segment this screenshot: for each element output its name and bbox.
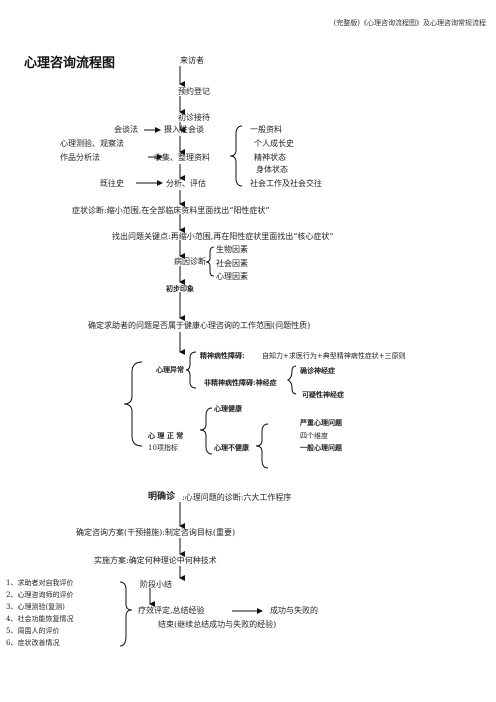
- clear-diagnosis-desc: :心理问题的诊断:六大工作程序: [182, 493, 292, 502]
- analysis-node: 分析、评估: [166, 179, 206, 188]
- document-header: (完整版)《心理咨询流程图》及心理咨询常规流程: [333, 19, 486, 27]
- personal-history: 个人成长史: [254, 139, 294, 148]
- list-item: 3、心理测验(复测): [6, 603, 65, 611]
- visitor-node: 来访者: [180, 56, 204, 65]
- psychotic-desc: 自知力+求医行为+典型精神病性症状+三原则: [262, 352, 406, 360]
- serious-problem: 严重心理问题: [300, 418, 342, 427]
- psych-factor: 心理因素: [216, 272, 248, 281]
- bio-factor: 生物因素: [216, 245, 248, 254]
- general-info: 一般资料: [250, 125, 282, 134]
- healthy-label: 心理健康: [214, 404, 242, 413]
- evaluation-steps: 1、求助者对自我评价 2、心理咨询师的评价 3、心理测验(复测) 4、社会功能恢…: [6, 577, 73, 649]
- interview-method: 会谈法: [114, 125, 138, 134]
- page-title: 心理咨询流程图: [24, 56, 116, 71]
- possible-neurosis: 可疑性神经症: [302, 390, 344, 399]
- stage-summary: 阶段小结: [140, 580, 172, 589]
- ten-standards: 10项指标: [148, 444, 178, 452]
- success-failure: 成功与失败的: [270, 606, 318, 615]
- list-item: 1、求助者对自我评价: [6, 579, 74, 587]
- social-work: 社会工作及社会交往: [250, 179, 322, 188]
- implement-plan: 实施方案:确定何种理论中何种技术: [94, 556, 217, 565]
- list-item: 6、症状改善情况: [6, 639, 60, 647]
- symptom-diagnosis: 症状诊断:缩小范围,在全部临床资料里面找出“阳性症状”: [72, 206, 270, 215]
- works-analysis: 作品分析法: [60, 153, 100, 162]
- appointment-node: 预约登记: [178, 87, 210, 96]
- unhealthy-label: 心理不健康: [214, 443, 249, 452]
- abnormal-label: 心理异常: [156, 365, 184, 374]
- interview-collect: 摄入性会谈: [164, 125, 204, 134]
- normal-label: 心 理 正 常: [148, 431, 184, 440]
- initial-impression: 初步印象: [166, 284, 194, 293]
- collect-node: 收集、整理资料: [154, 153, 210, 162]
- consult-plan: 确定咨询方案(干预措施):制定咨询目标(重要): [76, 528, 236, 537]
- evaluate-node: 疗效评定,总结经验: [138, 606, 205, 615]
- list-item: 2、心理咨询师的评价: [6, 591, 74, 599]
- determine-scope: 确定求助者的问题是否属于健康心理咨询的工作范围(问题性质): [88, 321, 311, 330]
- intake-node: 初诊接待: [178, 113, 210, 122]
- list-item: 4、社会功能恢复情况: [6, 615, 74, 623]
- psychotic-label: 精神病性障碍:: [200, 351, 245, 360]
- general-problem: 一般心理问题: [300, 443, 342, 452]
- history-node: 既往史: [100, 179, 124, 188]
- clear-diagnosis-label: 明确诊: [148, 492, 176, 502]
- four-dimensions: 四个维度: [300, 432, 328, 440]
- end-node: 结束(继续总结成功与失败的经验): [158, 620, 277, 629]
- confirmed-neurosis: 确诊神经症: [300, 366, 335, 375]
- physical-state: 身体状态: [256, 165, 288, 174]
- social-factor: 社会因素: [216, 259, 248, 268]
- nonpsychotic-label: 非精神病性障碍:神经症: [204, 378, 277, 387]
- test-observation: 心理测验、观察法: [60, 139, 124, 148]
- mental-state: 精神状态: [254, 153, 286, 162]
- cause-diagnosis: 病因诊断: [174, 257, 206, 266]
- key-point: 找出问题关键点:再缩小范围,再在阳性症状里面找出“核心症状”: [112, 232, 334, 241]
- list-item: 5、周围人的评价: [6, 627, 60, 635]
